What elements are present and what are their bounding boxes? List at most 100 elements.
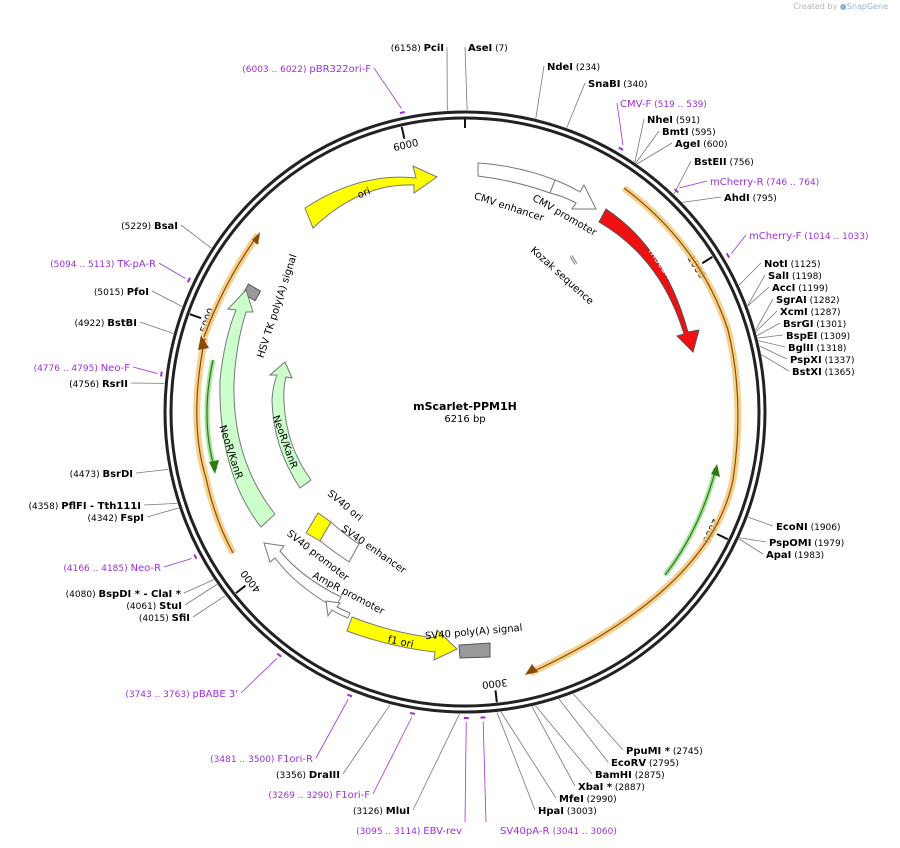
enzyme-label[interactable]: SalI (1198): [768, 271, 822, 282]
enzyme-label[interactable]: (4080) BspDI * - ClaI *: [66, 589, 182, 600]
enzyme-leader-26: [500, 711, 557, 799]
enzyme-label[interactable]: (4342) FspI: [88, 513, 144, 524]
tick-6000: [400, 126, 406, 139]
enzyme-name: BspEI: [786, 331, 817, 342]
primer-site-4: [186, 277, 191, 283]
enzyme-label[interactable]: MfeI (2990): [559, 794, 617, 805]
enzyme-label[interactable]: BmtI (595): [662, 127, 716, 138]
primer-site-1: [618, 146, 624, 151]
primer-label[interactable]: (4776 .. 4795) Neo-F: [34, 363, 131, 374]
enzyme-label[interactable]: (5015) PfoI: [94, 287, 149, 298]
primer-leader-7: [240, 658, 278, 694]
primer-label[interactable]: SV40pA-R (3041 .. 3060): [500, 826, 617, 837]
enzyme-label[interactable]: BglII (1318): [788, 343, 846, 354]
primer-label[interactable]: (3095 .. 3114) EBV-rev: [356, 826, 462, 837]
enzyme-label[interactable]: BsrGI (1301): [783, 319, 846, 330]
enzyme-name: BstXI: [792, 367, 822, 378]
enzyme-name: AhdI: [724, 193, 750, 204]
enzyme-leader-9: [738, 262, 762, 286]
enzyme-label[interactable]: SgrAI (1282): [776, 295, 840, 306]
enzyme-position: (1318): [814, 344, 847, 354]
enzyme-label[interactable]: HpaI (3003): [538, 806, 597, 817]
enzyme-label[interactable]: (4756) RsrII: [69, 379, 128, 390]
enzyme-label[interactable]: (6158) PciI: [391, 43, 444, 54]
primer-range: (3743 .. 3763): [125, 690, 192, 700]
enzyme-label[interactable]: NheI (591): [647, 115, 700, 126]
enzyme-label[interactable]: AhdI (795): [724, 193, 777, 204]
enzyme-position: (4015): [139, 614, 172, 624]
enzyme-leader-16: [758, 340, 786, 348]
enzyme-leader-31: [184, 584, 218, 606]
enzyme-label[interactable]: PspOMI (1979): [769, 538, 844, 549]
enzyme-label[interactable]: AseI (7): [468, 43, 508, 54]
enzyme-label[interactable]: BstXI (1365): [792, 367, 855, 378]
enzyme-name: ApaI: [766, 550, 791, 561]
enzyme-label[interactable]: XcmI (1287): [780, 307, 841, 318]
primer-label[interactable]: mCherry-R (746 .. 764): [710, 177, 819, 188]
enzyme-leader-2: [535, 65, 545, 119]
enzyme-label[interactable]: BamHI (2875): [595, 770, 665, 781]
enzyme-name: PfoI: [127, 287, 149, 298]
enzyme-label[interactable]: AgeI (600): [675, 139, 727, 150]
enzyme-label[interactable]: BspEI (1309): [786, 331, 850, 342]
enzyme-name: FspI: [120, 513, 144, 524]
enzyme-name: PflFI - Tth111I: [61, 501, 141, 512]
enzyme-label[interactable]: (3126) MluI: [353, 806, 410, 817]
feature-ori-arrow[interactable]: [304, 165, 439, 229]
primer-label[interactable]: (5094 .. 5113) TK-pA-R: [50, 259, 156, 270]
primer-label[interactable]: mCherry-F (1014 .. 1033): [749, 231, 869, 242]
enzyme-label[interactable]: (4358) PflFI - Tth111I: [28, 501, 141, 512]
feature-sv40-promoter-arrow[interactable]: [263, 542, 342, 609]
feature-sv40-enhancer-arrow[interactable]: [319, 521, 360, 563]
primer-label[interactable]: (3481 .. 3500) F1ori-R: [210, 754, 313, 765]
enzyme-label[interactable]: (4473) BsrDI: [70, 469, 133, 480]
enzyme-position: (1301): [813, 320, 846, 330]
enzyme-position: (1365): [822, 368, 855, 378]
primer-name: EBV-rev: [423, 826, 462, 837]
enzyme-name: XbaI *: [578, 782, 613, 793]
primer-label[interactable]: (6003 .. 6022) pBR322ori-F: [242, 64, 371, 75]
enzyme-label[interactable]: ApaI (1983): [766, 550, 824, 561]
enzyme-label[interactable]: (3356) DraIII: [276, 770, 340, 781]
enzyme-label[interactable]: XbaI * (2887): [578, 782, 645, 793]
enzyme-label[interactable]: (4015) SfiI: [139, 613, 190, 624]
primer-label[interactable]: CMV-F (519 .. 539): [620, 99, 707, 110]
enzyme-label[interactable]: BstEII (756): [694, 157, 754, 168]
enzyme-label[interactable]: NdeI (234): [547, 62, 600, 73]
enzyme-label[interactable]: PpuMI * (2745): [626, 746, 703, 757]
primer-range: (4166 .. 4185): [63, 564, 130, 574]
enzyme-name: SalI: [768, 271, 789, 282]
enzyme-position: (4756): [69, 380, 102, 390]
primer-label[interactable]: (3269 .. 3290) F1ori-F: [268, 790, 370, 801]
snapgene-logo-icon: ●: [839, 2, 847, 11]
enzyme-label[interactable]: EcoRV (2795): [611, 758, 679, 769]
feature-neor-inner-arrow[interactable]: [268, 361, 312, 489]
enzyme-label[interactable]: (4061) StuI: [126, 601, 182, 612]
enzyme-name: BstBI: [107, 318, 137, 329]
enzyme-label[interactable]: EcoNI (1906): [776, 522, 841, 533]
primer-range: (3269 .. 3290): [268, 791, 335, 801]
enzyme-position: (5229): [121, 222, 154, 232]
enzyme-label[interactable]: AccI (1199): [772, 283, 828, 294]
feature-cmv-promoter-arrow[interactable]: [549, 179, 597, 210]
feature-mscarlet-arrow[interactable]: [598, 208, 700, 353]
enzyme-label[interactable]: SnaBI (340): [588, 79, 647, 90]
feature-cmv-enhancer-arrow[interactable]: [477, 162, 556, 194]
enzyme-label[interactable]: PspXI (1337): [790, 355, 855, 366]
enzyme-leader-14: [756, 322, 781, 336]
primer-label[interactable]: (4166 .. 4185) Neo-R: [63, 563, 161, 574]
primer-name: TK-pA-R: [116, 259, 156, 270]
enzyme-label[interactable]: (5229) BsaI: [121, 221, 178, 232]
primer-site-0: [399, 111, 405, 114]
feature-hsv-tk-polya-label: HSV TK poly(A) signal: [256, 253, 300, 359]
primer-label[interactable]: (3743 .. 3763) pBABE 3': [125, 689, 238, 700]
feature-neor-outer-arrow[interactable]: [219, 289, 276, 528]
enzyme-leader-17: [759, 345, 788, 360]
enzyme-position: (4080): [66, 590, 99, 600]
enzyme-label[interactable]: (4922) BstBI: [75, 318, 138, 329]
enzyme-label[interactable]: NotI (1125): [764, 259, 821, 270]
feature-ampr-promoter-arrow[interactable]: [325, 600, 351, 619]
enzyme-leader-7: [673, 160, 692, 195]
tick-5000: [189, 313, 202, 320]
feature-f1-ori-arrow[interactable]: [346, 616, 458, 661]
